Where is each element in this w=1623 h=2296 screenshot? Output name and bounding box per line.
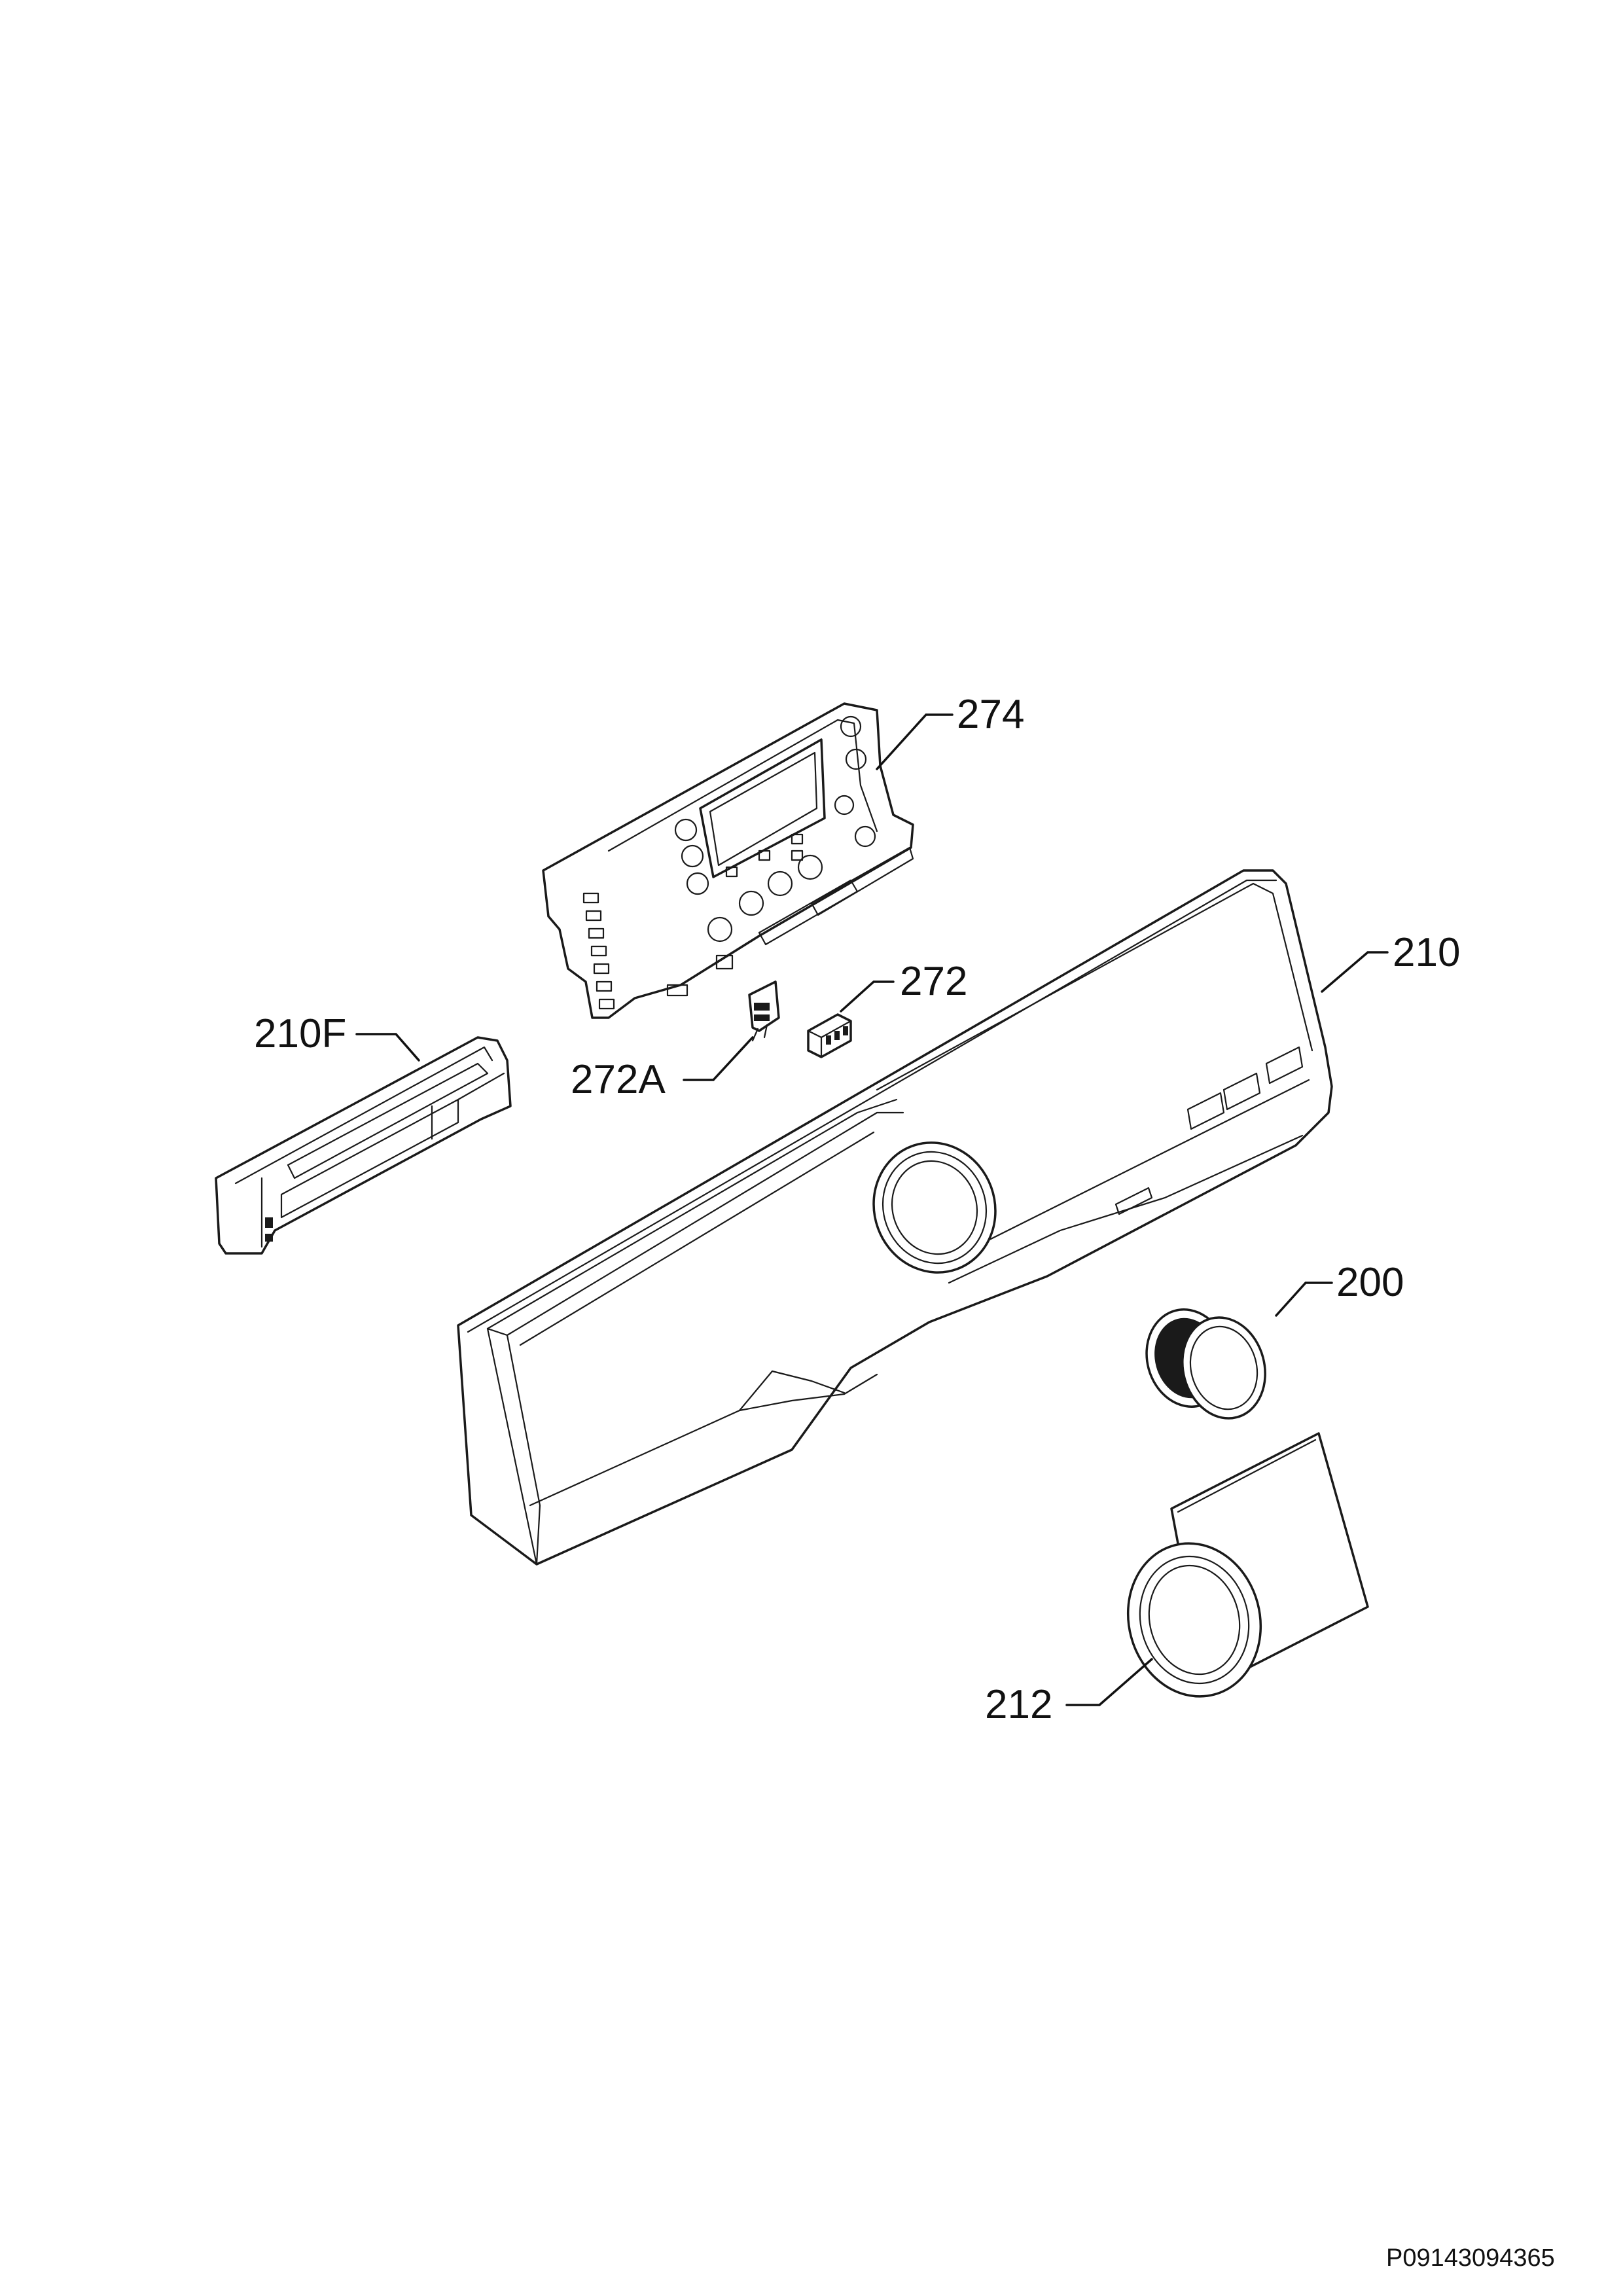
leader-210F [355,1033,420,1062]
part-210F-drawer-front [215,1036,512,1255]
board-edge-pins [582,892,615,1010]
label-210: 210 [1393,930,1460,975]
leader-274 [876,713,954,770]
leader-200 [1275,1282,1333,1317]
label-274: 274 [957,692,1024,737]
part-272A-connector [748,980,780,1042]
leader-272A [683,1036,754,1081]
label-212: 212 [985,1682,1052,1727]
part-212-cover-ring [1126,1432,1369,1698]
part-274-control-board [542,702,914,1019]
label-210F: 210F [254,1011,346,1056]
part-210-control-panel [457,869,1333,1566]
reference-code: P09143094365 [1386,2244,1555,2272]
leader-272 [840,980,895,1013]
leader-212 [1065,1658,1153,1706]
label-272: 272 [900,959,967,1004]
part-labels: 274 210 210F 272 272A 200 212 P091430943… [254,692,1555,2272]
leader-lines [355,713,1389,1706]
part-272-connector [807,1013,852,1058]
label-272A: 272A [571,1057,666,1102]
board-buttons [674,715,876,942]
label-200: 200 [1336,1260,1404,1305]
leader-210 [1321,951,1389,993]
part-200-knob [1145,1308,1266,1420]
